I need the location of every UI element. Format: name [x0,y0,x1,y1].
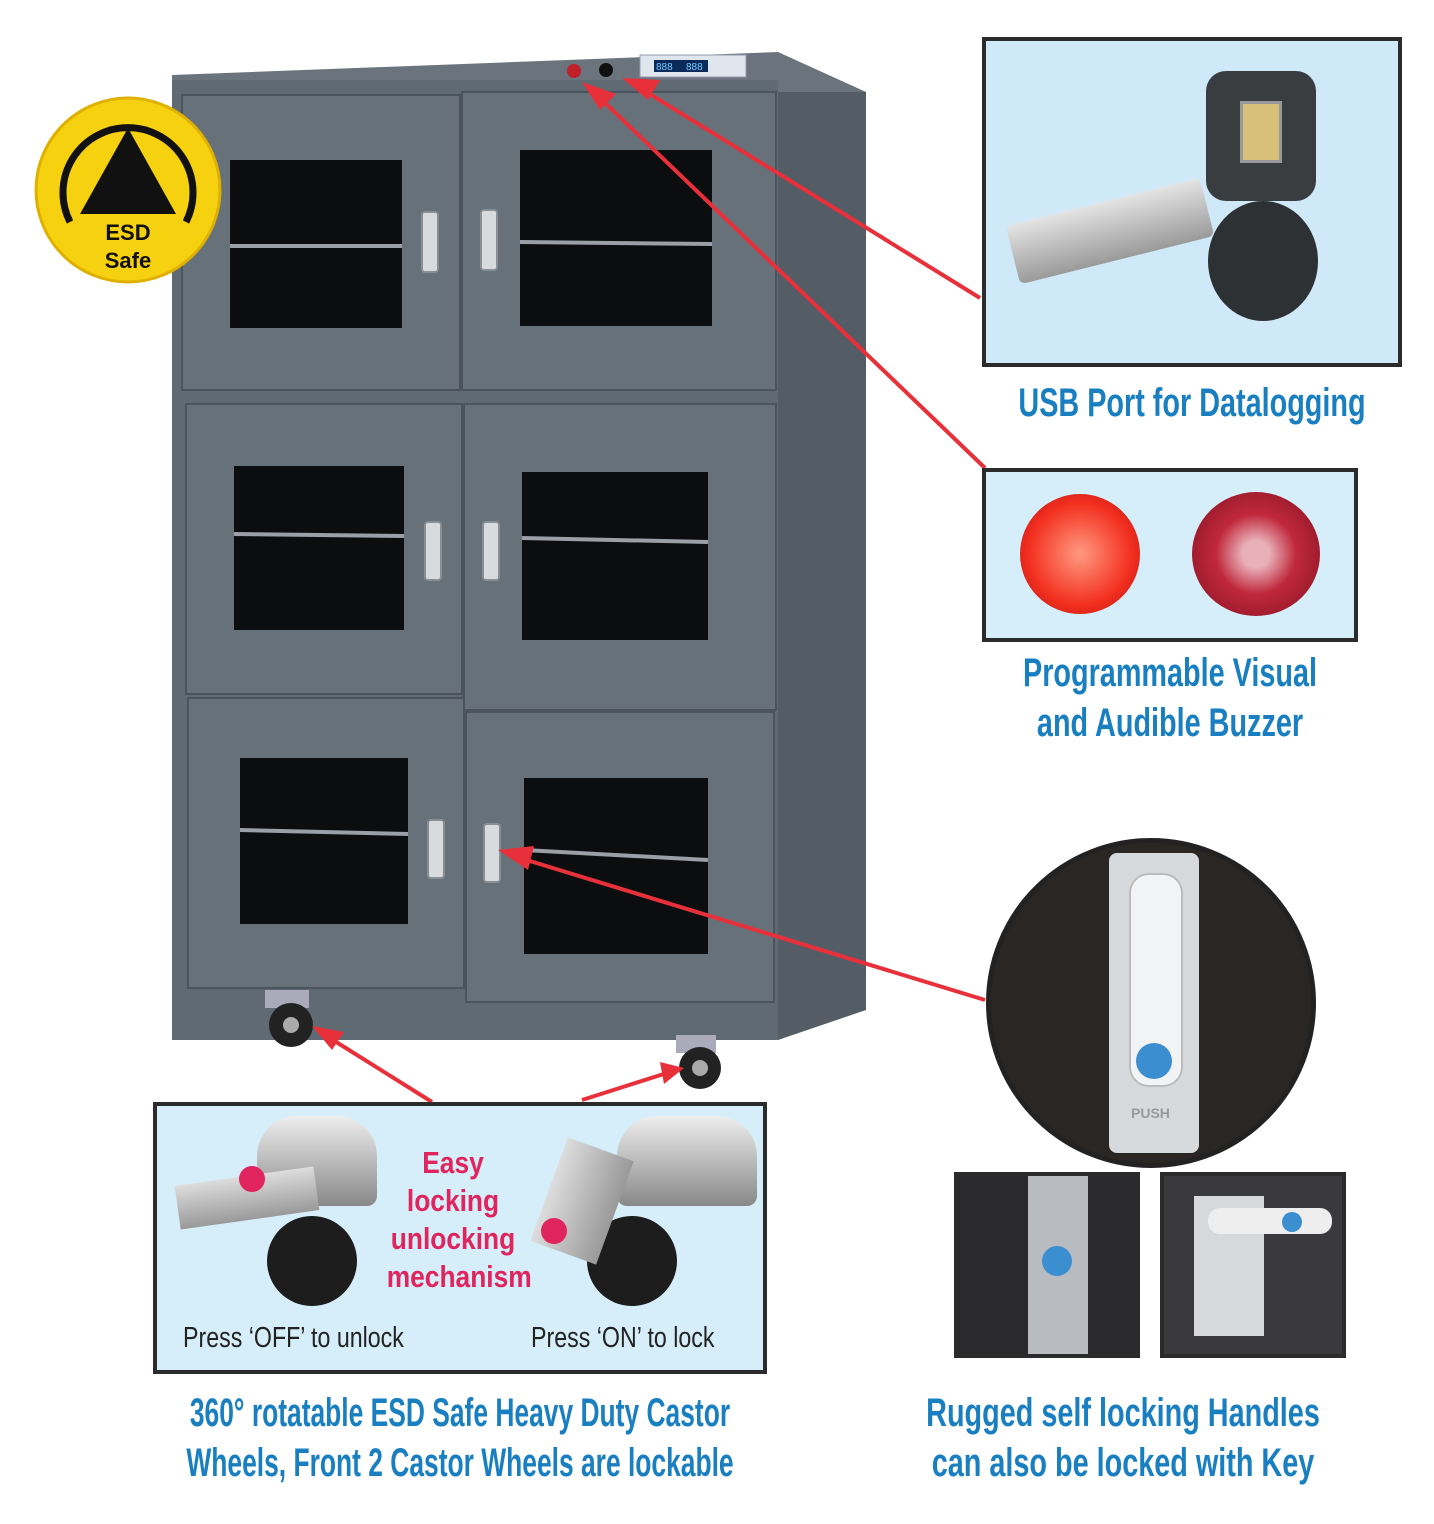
buzzer-unlit-icon [1192,492,1320,616]
mechanism-line-1: Easy [422,1145,484,1180]
usb-flash-drive [1005,177,1215,285]
castor-caption-line1: 360° rotatable ESD Safe Heavy Duty Casto… [189,1391,731,1435]
usb-caption: USB Port for Datalogging [1018,381,1366,425]
badge-line1: ESD [105,220,150,245]
mechanism-line-3: unlocking [390,1221,516,1256]
display-right: 888 [686,62,703,73]
buzzer-caption-line2: and Audible Buzzer [1036,701,1304,745]
castor-unlocked-photo [174,1116,377,1306]
buzzer-caption-line1: Programmable Visual [1023,651,1317,695]
badge-line2: Safe [105,248,151,273]
handle-caption-line1: Rugged self locking Handles [926,1391,1320,1435]
handle-closeup-image: PUSH [986,838,1316,1168]
push-label: PUSH [1131,1105,1170,1121]
handle-unlock-photo [954,1172,1140,1358]
esd-safe-badge: ESD Safe [34,96,222,284]
shelves [230,240,713,862]
door-handles [421,209,501,883]
handle-caption-line2: can also be locked with Key [931,1441,1315,1485]
castor-locked-photo [530,1116,757,1306]
cabinet-side-panel [778,55,866,1040]
usb-port [599,63,613,77]
usb-port-image [982,37,1402,367]
castor-caption-line2: Wheels, Front 2 Castor Wheels are lockab… [186,1441,734,1485]
unlock-label: Press ‘OFF’ to unlock [183,1322,404,1354]
lock-label: Press ‘ON’ to lock [531,1322,715,1354]
buzzer-light [567,64,581,78]
usb-socket [1206,71,1316,201]
mechanism-line-4: mechanism [386,1259,532,1294]
usb-cap [1208,201,1318,321]
callout-arrows [312,78,987,1104]
display-left: 888 [656,62,673,73]
handle-open-photo [1160,1172,1346,1358]
mechanism-line-2: locking [406,1183,500,1218]
buzzer-lit-icon [1020,494,1140,614]
key-lock-icon [1136,1043,1172,1079]
castor-lock-image: Easy locking unlocking mechanism Press ‘… [153,1102,767,1374]
buzzer-image [982,468,1358,642]
castor-wheels [265,990,721,1089]
